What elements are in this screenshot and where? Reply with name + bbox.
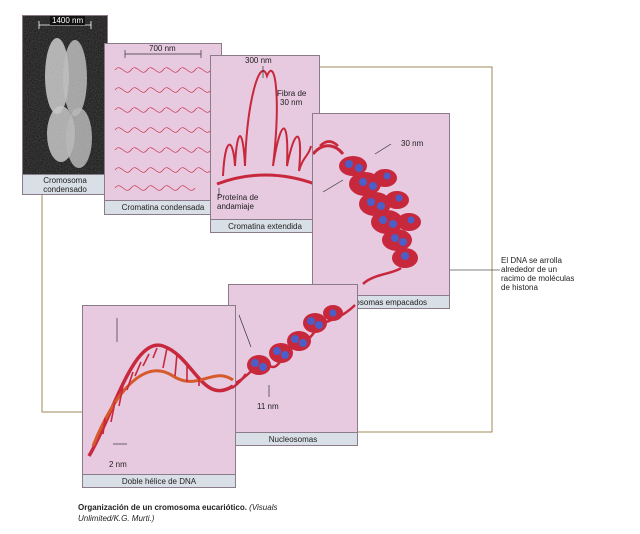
panel-dna-helix: 2 nm Doble hélice de DNA <box>82 305 236 488</box>
scale-30nm: 30 nm <box>401 139 424 148</box>
caption-dna-helix: Doble hélice de DNA <box>83 474 235 487</box>
nucleosomes-beads <box>228 304 356 397</box>
caption-condensed-chromatin: Cromatina condensada <box>105 200 221 214</box>
caption-line2: condensado <box>43 184 87 194</box>
figure-caption-credit-1: (Visuals <box>249 503 278 512</box>
panel-extended-chromatin: 300 nm Fibra de 30 nm Proteína de andami… <box>210 55 320 233</box>
dna-double-helix <box>87 318 234 457</box>
scale-300nm: 300 nm <box>245 56 272 65</box>
extended-chromatin-loops <box>216 66 316 196</box>
panel-packed-nucleosomes: 30 nm Nucleosomas empacados <box>311 113 450 309</box>
scale-1400nm: 1400 nm <box>50 16 86 25</box>
figure-caption-title: Organización de un cromosoma eucariótico… <box>78 503 247 512</box>
label-fiber-30nm: Fibra de 30 nm <box>277 89 306 107</box>
scaffold-line2: andamiaje <box>217 202 254 211</box>
caption-line1: Cromosoma <box>43 175 87 185</box>
side-note-line3: racimo de moléculas <box>501 274 575 283</box>
scale-700nm: 700 nm <box>149 44 176 53</box>
figure-caption-credit-2: Unlimited/K.G. Murti.) <box>78 514 155 523</box>
caption-nucleosomes: Nucleosomas <box>229 432 357 445</box>
scaffold-line1: Proteína de <box>217 193 259 202</box>
panel-nucleosomes: 11 nm Nucleosomas <box>228 284 358 446</box>
caption-condensed-chromosome: Cromosoma condensado <box>23 174 107 194</box>
side-note-line4: de histona <box>501 283 538 292</box>
chromatin-coils <box>114 50 212 191</box>
panel-condensed-chromatin: 700 nm Cromatina condensada <box>104 43 222 215</box>
panel-condensed-chromosome: 1400 nm Cromosoma condensado <box>22 15 108 195</box>
packed-nucleosomes-fiber <box>311 143 421 285</box>
side-note-line1: El DNA se arrolla <box>501 256 562 265</box>
caption-extended-chromatin: Cromatina extendida <box>211 219 319 232</box>
side-note-histone: El DNA se arrolla alrededor de un racimo… <box>501 256 574 292</box>
scale-11nm: 11 nm <box>257 402 279 411</box>
fiber-line2: 30 nm <box>280 98 303 107</box>
fiber-line1: Fibra de <box>277 89 307 98</box>
figure-caption: Organización de un cromosoma eucariótico… <box>78 502 378 524</box>
side-note-line2: alrededor de un <box>501 265 558 274</box>
label-scaffold-protein: Proteína de andamiaje <box>217 193 258 211</box>
scale-2nm: 2 nm <box>109 460 127 469</box>
chromosome-micrograph <box>23 16 107 176</box>
